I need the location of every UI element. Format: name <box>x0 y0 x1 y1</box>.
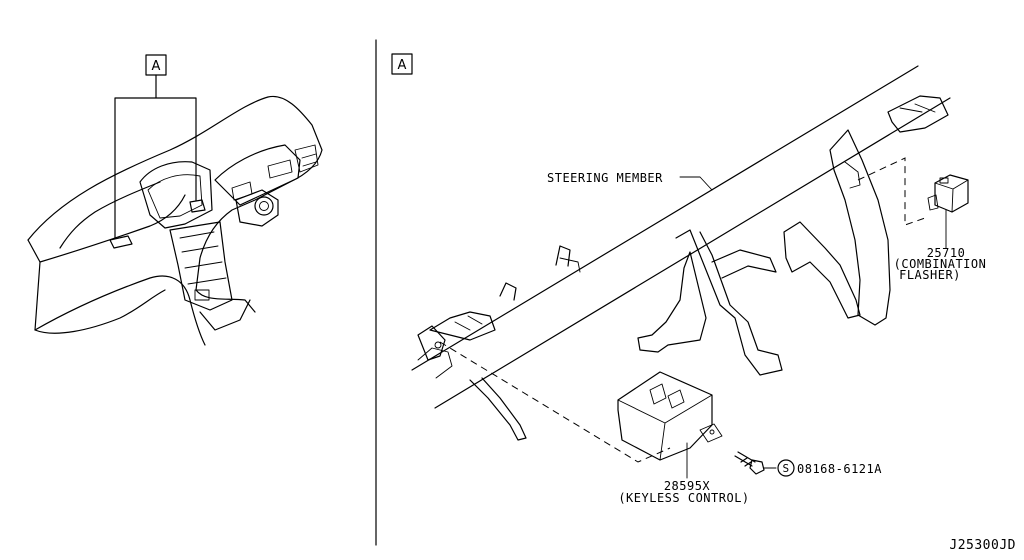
keyless-control-part <box>439 341 723 479</box>
ref-box-a-left-label: A <box>152 59 161 74</box>
label-keyless-part-no: 28595X <box>664 479 711 493</box>
flasher-dashed-link <box>857 157 926 226</box>
combination-flasher-location <box>189 199 206 213</box>
keyless-control-location <box>109 235 133 249</box>
ref-a-leader-lines <box>114 74 197 239</box>
label-screw-part-no: 08168-6121A <box>797 462 882 476</box>
label-flasher-part-no: 25710 <box>927 246 966 260</box>
label-steering-member: STEERING MEMBER <box>547 171 663 185</box>
label-keyless-name: (KEYLESS CONTROL) <box>618 491 749 505</box>
ref-box-a-right-label: A <box>398 58 407 73</box>
combination-flasher-part <box>857 157 969 249</box>
steering-member-leader <box>679 176 713 191</box>
label-flasher-name-2: FLASHER) <box>899 268 961 282</box>
keyless-dashed-link <box>439 341 671 463</box>
detail-view-illustration: A <box>391 53 969 479</box>
ref-box-a-right <box>391 53 413 75</box>
steering-member <box>411 65 951 441</box>
screw-part <box>734 451 795 477</box>
label-flasher-name-1: (COMBINATION <box>894 257 987 271</box>
screw-symbol-circle <box>777 459 795 477</box>
label-diagram-code: J25300JD <box>949 538 1016 553</box>
dashboard-overview-illustration: A <box>27 54 323 346</box>
label-screw-symbol: S <box>782 462 789 475</box>
